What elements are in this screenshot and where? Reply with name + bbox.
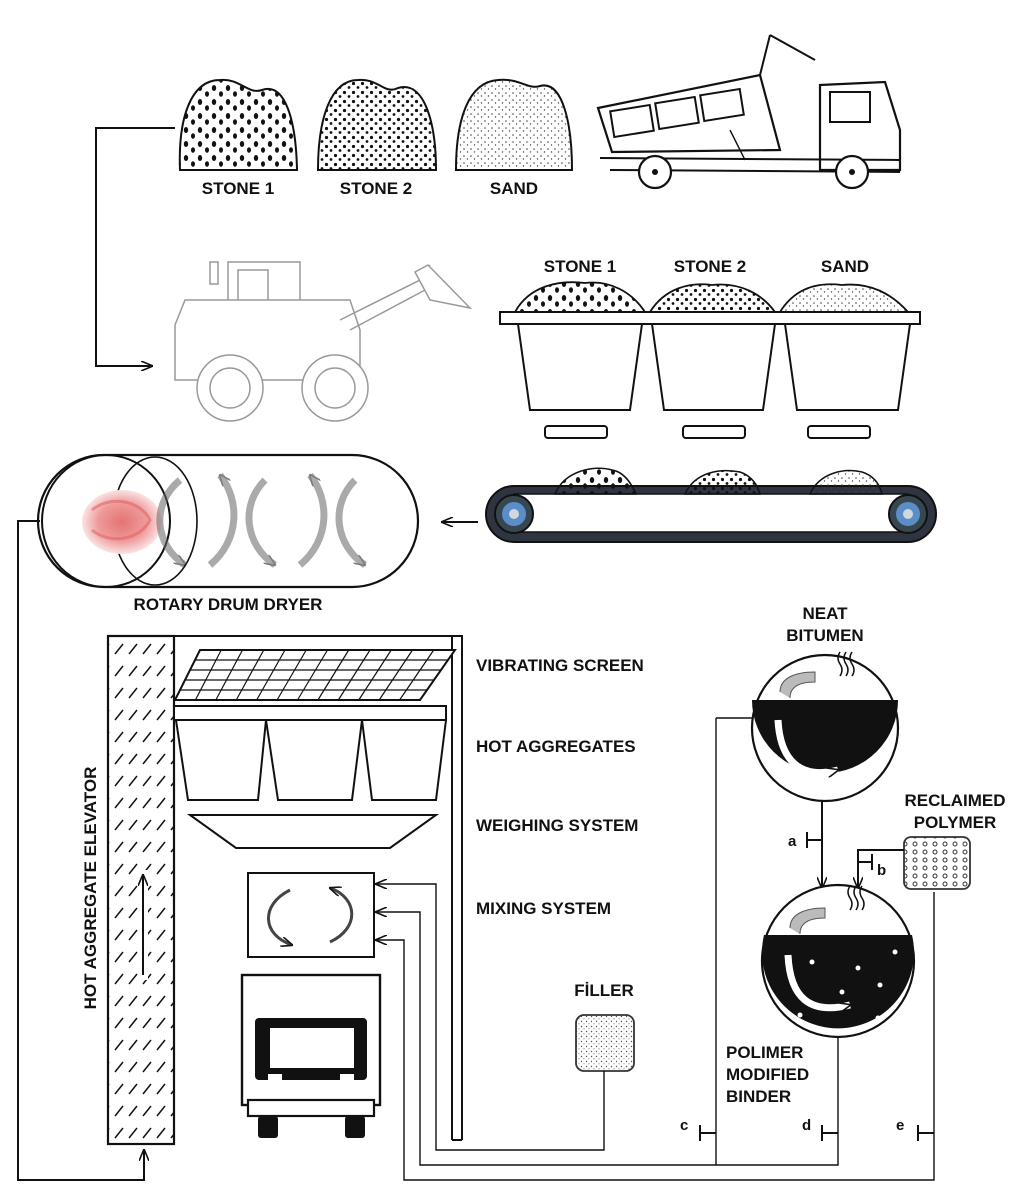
mixing-system-icon [247,872,375,958]
filler-silo-icon [575,1014,635,1072]
valve-b [858,854,873,870]
neat-bitumen-tank-icon [750,651,900,803]
plant-frame [174,635,463,1140]
stockpile-to-loader-arrow [95,127,175,366]
valve-e [917,1125,934,1141]
pmb-label-line3: BINDER [726,1087,791,1106]
screen-grid-line [358,649,392,701]
conveyor-belt-icon [485,467,937,543]
stockpile-stone1 [178,78,299,171]
valve-a-label: a [788,833,797,850]
filler-label: FİLLER [574,981,634,1000]
reclaimed-polymer-silo-icon [903,836,971,890]
polymer-to-pmb-line [858,849,904,888]
stockpile-sand-label: SAND [490,179,538,198]
valve-c-label: c [680,1117,688,1134]
stockpile-stone2 [316,78,438,171]
stockpile-stone2-label: STONE 2 [340,179,412,198]
pmb-label-line2: MODIFIED [726,1065,809,1084]
hot-aggregate-elevator [106,634,176,1146]
dryer-to-elevator-line [17,520,144,1181]
stockpile-stone1-label: STONE 1 [202,179,274,198]
screen-grid-line [337,649,371,701]
valve-e-label: e [896,1117,904,1134]
dump-truck-icon [596,34,902,190]
screen-grid-line [235,649,265,701]
vibrating-screen-label: VIBRATING SCREEN [476,656,644,675]
screen-grid-line [317,649,350,701]
mixing-system-label: MIXING SYSTEM [476,899,611,918]
wheel-loader-icon [174,261,473,422]
elevator-label: HOT AGGREGATE ELEVATOR [81,767,100,1010]
hot-aggregates-label: HOT AGGREGATES [476,737,636,756]
weighing-system-icon [186,814,440,849]
polymer-label-line1: RECLAIMED [904,791,1005,810]
screen-grid-line [276,649,307,701]
bin-stone1-label: STONE 1 [544,257,616,276]
bitumen-label-line2: BITUMEN [786,626,863,645]
bin-stone2-label: STONE 2 [674,257,746,276]
screen-grid-line [378,649,413,701]
valve-b-label: b [877,862,886,879]
valve-a [806,832,822,848]
dryer-label: ROTARY DRUM DRYER [134,595,323,614]
bin-sand-label: SAND [821,257,869,276]
polymer-modified-binder-tank-icon [760,883,916,1039]
stockpile-sand [454,78,574,171]
polymer-feed-line [376,892,935,1181]
pmb-label-line1: POLIMER [726,1043,803,1062]
valve-d [821,1125,838,1141]
screen-grid-line [399,649,435,701]
screen-grid-line [215,649,244,701]
pmb-feed-line [716,1000,839,1166]
bitumen-feed-line [376,718,717,1166]
valve-c [699,1125,716,1141]
delivery-truck-icon [240,973,382,1138]
bitumen-label-line1: NEAT [802,604,848,623]
weighing-system-label: WEIGHING SYSTEM [476,816,638,835]
valve-d-label: d [802,1117,811,1134]
screen-grid-line [296,649,329,701]
cold-feed-bins [499,281,921,439]
rotary-drum-dryer-icon [36,453,420,589]
polymer-label-line2: POLYMER [914,813,997,832]
hot-aggregate-bins [173,705,448,801]
screen-grid-line [256,649,286,701]
vibrating-screen-icon [173,649,457,701]
filler-feed-line [376,884,605,1151]
screen-grid-line [194,649,222,701]
